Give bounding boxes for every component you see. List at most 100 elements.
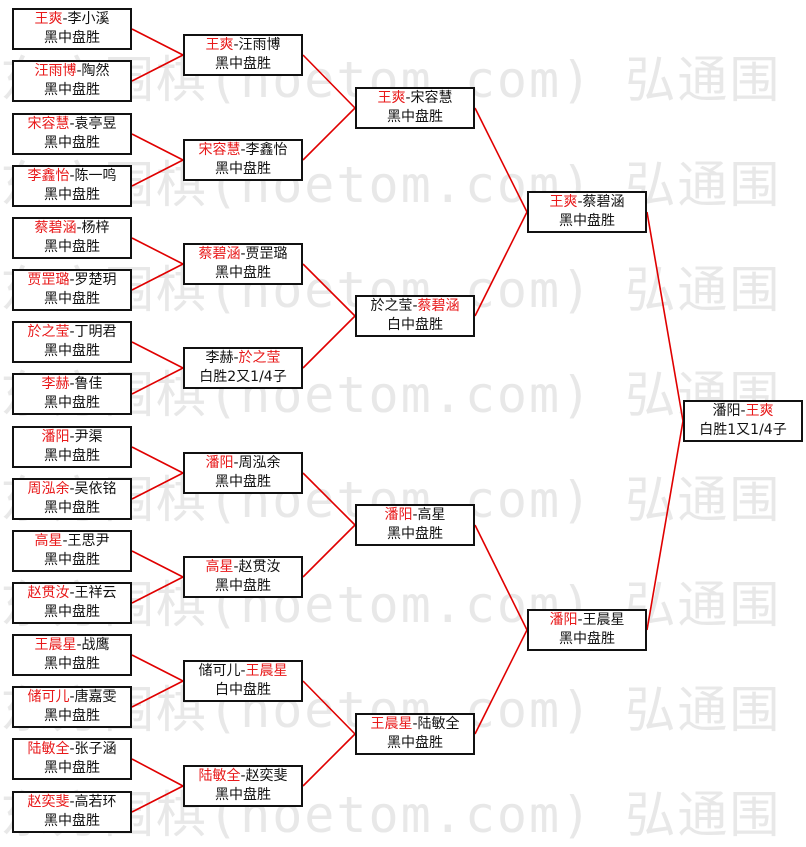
versus-dash: -: [412, 716, 418, 732]
player-white: 张子涵: [74, 741, 117, 757]
connector-line: [131, 237, 184, 265]
player-white: 袁亭昱: [74, 116, 117, 132]
versus-dash: -: [405, 90, 411, 106]
match-players: 王晨星-战鹰: [34, 636, 109, 655]
match-box-r2m8: 陆敏全-赵奕斐黑中盘胜: [183, 765, 303, 807]
match-box-r2m3: 蔡碧涵-贾罡璐黑中盘胜: [183, 243, 303, 285]
match-players: 李鑫怡-陈一鸣: [27, 167, 116, 186]
player-white: 赵奕斐: [245, 768, 288, 784]
match-box-r2m7: 储可儿-王晨星白中盘胜: [183, 660, 303, 702]
player-black: 贾罡璐: [27, 272, 70, 288]
connector-line: [302, 315, 356, 369]
connector-line: [131, 758, 184, 787]
player-black: 潘阳: [549, 612, 578, 628]
connector-line: [131, 680, 184, 708]
match-players: 汪雨博-陶然: [34, 62, 109, 81]
player-white: 陶然: [81, 63, 110, 79]
match-players: 高星-赵贯汝: [205, 558, 280, 577]
player-black: 於之莹: [27, 324, 70, 340]
match-players: 潘阳-王爽: [712, 402, 773, 421]
match-result: 黑中盘胜: [44, 552, 100, 568]
connector-line: [131, 159, 184, 187]
match-result: 黑中盘胜: [44, 30, 100, 46]
versus-dash: -: [69, 585, 75, 601]
connector-line: [131, 550, 184, 578]
match-result: 黑中盘胜: [44, 656, 100, 672]
match-box-r4m2: 潘阳-王晨星黑中盘胜: [527, 609, 647, 651]
match-players: 潘阳-高星: [384, 506, 445, 525]
match-result: 黑中盘胜: [559, 631, 615, 647]
match-result: 黑中盘胜: [215, 578, 271, 594]
match-players: 陆敏全-赵奕斐: [198, 767, 287, 786]
versus-dash: -: [69, 324, 75, 340]
versus-dash: -: [577, 612, 583, 628]
versus-dash: -: [76, 63, 82, 79]
match-players: 李赫-於之莹: [205, 349, 280, 368]
connector-line: [302, 472, 356, 526]
versus-dash: -: [69, 481, 75, 497]
match-result: 黑中盘胜: [215, 161, 271, 177]
player-white: 王晨星: [245, 663, 288, 679]
match-box-r1m15: 陆敏全-张子涵黑中盘胜: [12, 738, 132, 780]
match-result: 白中盘胜: [387, 317, 443, 333]
match-result: 黑中盘胜: [44, 500, 100, 516]
player-white: 唐嘉雯: [74, 689, 117, 705]
player-black: 王爽: [377, 90, 406, 106]
player-black: 宋容慧: [198, 142, 241, 158]
player-white: 王爽: [745, 403, 774, 419]
match-box-r1m9: 潘阳-尹渠黑中盘胜: [12, 426, 132, 468]
versus-dash: -: [740, 403, 746, 419]
versus-dash: -: [62, 533, 68, 549]
player-black: 赵奕斐: [27, 794, 70, 810]
match-result: 黑中盘胜: [44, 604, 100, 620]
player-white: 蔡碧涵: [582, 194, 625, 210]
player-white: 丁明君: [74, 324, 117, 340]
player-black: 陆敏全: [27, 741, 70, 757]
match-players: 王爽-宋容慧: [377, 89, 452, 108]
match-result: 黑中盘胜: [44, 291, 100, 307]
versus-dash: -: [233, 37, 239, 53]
versus-dash: -: [69, 794, 75, 810]
player-white: 李鑫怡: [245, 142, 288, 158]
player-white: 陈一鸣: [74, 168, 117, 184]
player-black: 於之莹: [370, 298, 413, 314]
player-white: 吴依铭: [74, 481, 117, 497]
match-result: 黑中盘胜: [44, 813, 100, 829]
connector-line: [474, 524, 528, 631]
match-box-r1m8: 李赫-鲁佳黑中盘胜: [12, 373, 132, 415]
player-white: 蔡碧涵: [417, 298, 460, 314]
connector-line: [131, 341, 184, 369]
connector-line: [646, 211, 684, 422]
player-white: 周泓余: [238, 455, 281, 471]
match-players: 赵贯汝-王祥云: [27, 584, 116, 603]
match-result: 黑中盘胜: [44, 343, 100, 359]
match-result: 黑中盘胜: [215, 787, 271, 803]
match-box-r1m4: 李鑫怡-陈一鸣黑中盘胜: [12, 165, 132, 207]
versus-dash: -: [69, 689, 75, 705]
player-white: 李小溪: [67, 11, 110, 27]
match-box-final: 潘阳-王爽白胜1又1/4子: [683, 400, 803, 442]
versus-dash: -: [233, 350, 239, 366]
connector-line: [131, 54, 184, 82]
match-players: 王晨星-陆敏全: [370, 715, 459, 734]
versus-dash: -: [577, 194, 583, 210]
player-white: 尹渠: [74, 429, 103, 445]
match-box-r1m2: 汪雨博-陶然黑中盘胜: [12, 60, 132, 102]
connector-line: [302, 54, 356, 109]
match-players: 储可儿-唐嘉雯: [27, 688, 116, 707]
player-white: 赵贯汝: [238, 559, 281, 575]
match-result: 黑中盘胜: [44, 82, 100, 98]
player-white: 杨梓: [81, 220, 110, 236]
connector-line: [474, 629, 528, 735]
match-result: 黑中盘胜: [44, 448, 100, 464]
versus-dash: -: [240, 246, 246, 262]
player-black: 宋容慧: [27, 116, 70, 132]
match-result: 白胜1又1/4子: [699, 422, 787, 438]
player-black: 潘阳: [384, 507, 413, 523]
connector-line: [131, 133, 184, 161]
match-players: 贾罡璐-罗楚玥: [27, 271, 116, 290]
match-players: 周泓余-吴依铭: [27, 480, 116, 499]
match-result: 黑中盘胜: [215, 56, 271, 72]
match-players: 潘阳-尹渠: [41, 428, 102, 447]
player-black: 汪雨博: [34, 63, 77, 79]
